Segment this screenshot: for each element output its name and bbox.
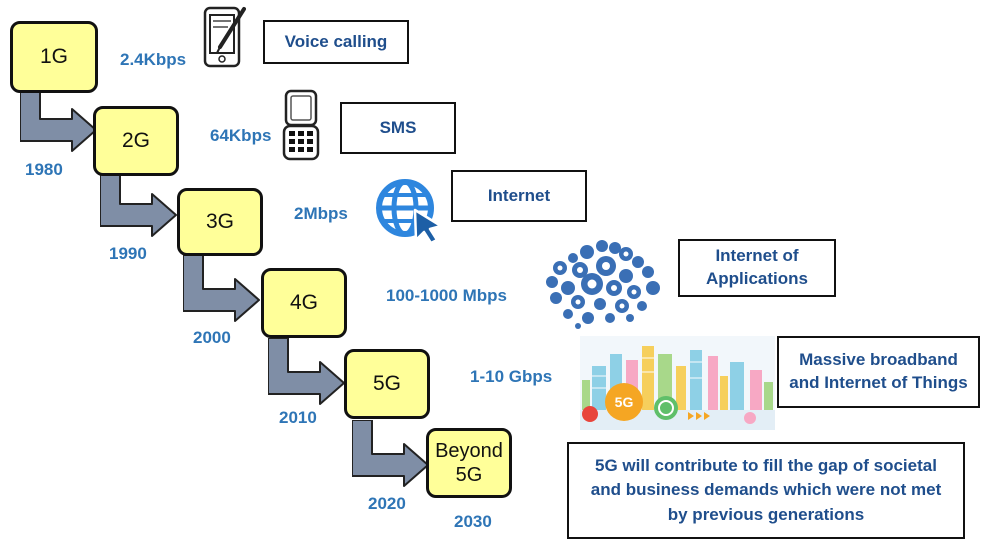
gen-label-5g: 5G bbox=[372, 372, 401, 396]
city-5g-badge: 5G bbox=[615, 394, 634, 410]
speed-2g: 64Kbps bbox=[210, 126, 272, 145]
speed-3g: 2Mbps bbox=[294, 204, 348, 223]
arrow-5g-beyond bbox=[352, 420, 429, 487]
year-1980: 1980 bbox=[25, 160, 63, 179]
speed-1g: 2.4Kbps bbox=[120, 50, 187, 69]
arrow-2g-3g bbox=[100, 170, 177, 237]
note-line2: and business demands which were not met bbox=[590, 480, 942, 500]
gen-box-beyond-5g: Beyond 5G bbox=[426, 428, 512, 498]
gen-label-beyond-line2: 5G bbox=[455, 464, 483, 486]
label-massive-broadband-iot: Massive broadband and Internet of Things bbox=[777, 336, 980, 408]
year-1990: 1990 bbox=[109, 244, 147, 263]
label-apps-line1: Internet of bbox=[715, 246, 799, 266]
gen-box-1g: 1G bbox=[10, 21, 98, 93]
gen-label-beyond-5g: Beyond 5G bbox=[435, 439, 503, 487]
speed-4g: 100-1000 Mbps bbox=[386, 286, 507, 305]
gen-box-5g: 5G bbox=[344, 349, 430, 419]
app-cloud-icon bbox=[546, 240, 660, 329]
label-iot-line2: and Internet of Things bbox=[789, 373, 968, 392]
label-internet-of-applications: Internet of Applications bbox=[678, 239, 836, 297]
phone-pen-icon bbox=[203, 6, 246, 68]
speed-5g: 1-10 Gbps bbox=[470, 367, 553, 386]
smart-city-icon: 5G bbox=[580, 336, 775, 430]
label-iot-line1: Massive broadband bbox=[799, 350, 958, 370]
gen-box-2g: 2G bbox=[93, 106, 179, 176]
year-2030: 2030 bbox=[454, 512, 492, 531]
label-apps-line2: Applications bbox=[705, 269, 808, 288]
arrow-1g-2g bbox=[20, 85, 97, 152]
gen-box-3g: 3G bbox=[177, 188, 263, 256]
label-internet: Internet bbox=[451, 170, 587, 222]
year-2010: 2010 bbox=[279, 408, 317, 427]
gen-box-4g: 4G bbox=[261, 268, 347, 338]
arrow-4g-5g bbox=[268, 338, 345, 405]
note-line3: by previous generations bbox=[667, 504, 865, 524]
gen-label-beyond-line1: Beyond bbox=[435, 440, 503, 462]
label-sms: SMS bbox=[340, 102, 456, 154]
gen-label-2g: 2G bbox=[121, 129, 150, 153]
globe-cursor-icon bbox=[376, 179, 443, 245]
gen-label-3g: 3G bbox=[205, 210, 234, 234]
label-voice-calling: Voice calling bbox=[263, 20, 409, 64]
year-2020: 2020 bbox=[368, 494, 406, 513]
arrow-3g-4g bbox=[183, 255, 260, 322]
label-sms-text: SMS bbox=[379, 117, 417, 137]
note-line1: 5G will contribute to fill the gap of so… bbox=[595, 455, 937, 475]
gen-label-1g: 1G bbox=[39, 45, 68, 69]
note-5g-contribution: 5G will contribute to fill the gap of so… bbox=[567, 442, 965, 539]
gen-label-4g: 4G bbox=[289, 291, 318, 315]
keypad-phone-icon bbox=[282, 89, 320, 161]
year-2000: 2000 bbox=[193, 328, 231, 347]
